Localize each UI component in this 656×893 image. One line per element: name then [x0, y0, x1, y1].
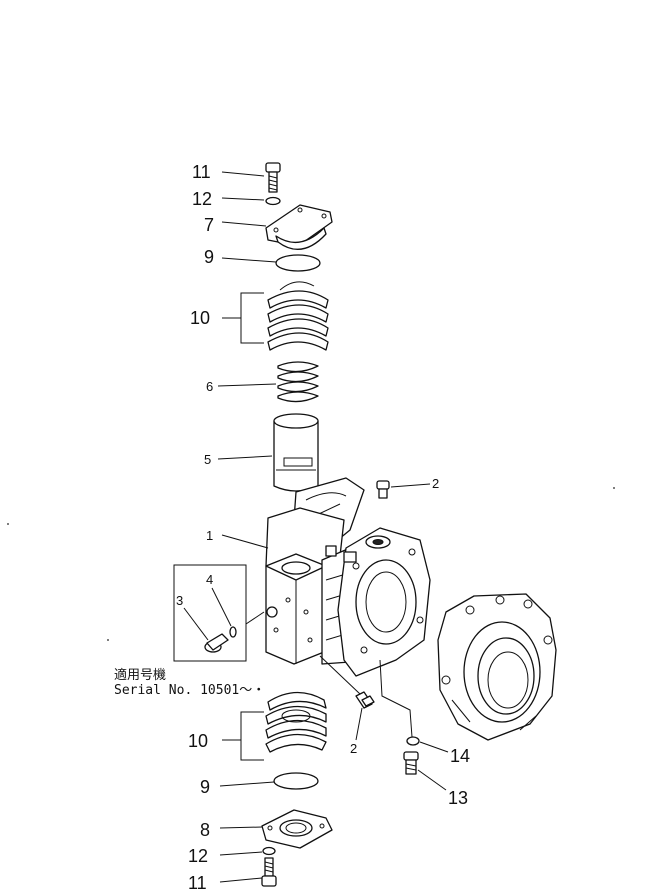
leader-1: [221, 534, 269, 549]
valve-body-part: [265, 477, 431, 677]
scan-speck: [7, 523, 9, 525]
callout-5: 5: [204, 452, 211, 467]
callout-9-top: 9: [204, 247, 214, 267]
leader-11-top: [221, 171, 265, 177]
plug-bottom-part: [355, 691, 375, 709]
leader-5: [217, 455, 273, 460]
o-ring-bottom-part: [273, 772, 319, 790]
housing-part: [437, 593, 557, 741]
callout-6: 6: [206, 379, 213, 394]
leader-2-bottom: [355, 707, 363, 741]
bolt-top-part: [265, 162, 281, 193]
inset-connector: [245, 611, 265, 625]
shim-stack-top-part: [267, 281, 329, 351]
o-ring-14-part: [406, 736, 420, 746]
serial-note-number: Serial No. 10501～・: [114, 683, 265, 698]
callout-10-bottom: 10: [188, 731, 208, 751]
leader-8: [219, 826, 263, 829]
leader-2-link: [319, 655, 361, 695]
callout-1: 1: [206, 528, 213, 543]
leader-2-top: [390, 483, 431, 488]
spring-part: [277, 361, 319, 403]
scan-speck: [107, 639, 109, 641]
callout-3: 3: [176, 593, 183, 608]
leader-7: [221, 221, 267, 227]
shim-stack-bottom-part: [265, 691, 327, 753]
plug-top-part: [376, 480, 390, 499]
callout-2-bottom: 2: [350, 741, 357, 756]
leader-12-bottom: [219, 851, 263, 856]
callout-2-top: 2: [432, 476, 439, 491]
callout-8: 8: [200, 820, 210, 840]
callout-13: 13: [448, 788, 468, 808]
leader-14: [419, 741, 449, 753]
callout-11-bottom: 11: [188, 873, 207, 893]
callout-4: 4: [206, 572, 213, 587]
flange-part: [261, 809, 333, 849]
washer-top-part: [265, 196, 281, 206]
leader-14-link: [379, 659, 413, 738]
callout-10-top: 10: [190, 308, 210, 328]
plug-13-part: [403, 751, 419, 775]
serial-note-label: 適用号機: [114, 667, 166, 683]
sleeve-part: [273, 413, 319, 492]
leader-3: [183, 607, 209, 641]
leader-4: [211, 587, 232, 627]
callout-11-top: 11: [192, 162, 211, 182]
leader-11-bottom: [219, 877, 263, 883]
plug-3-part: [204, 633, 229, 653]
leader-6: [217, 383, 277, 387]
o-ring-top-part: [275, 254, 321, 272]
bracket-10-top: [222, 292, 264, 344]
callout-9-bottom: 9: [200, 777, 210, 797]
leader-12-top: [221, 197, 265, 201]
inset-box: [173, 564, 247, 662]
bolt-bottom-part: [261, 857, 277, 887]
callout-12-bottom: 12: [188, 846, 208, 866]
callout-7: 7: [204, 215, 214, 235]
cover-plate-part: [265, 204, 333, 250]
o-ring-4-part: [229, 626, 237, 638]
callout-14: 14: [450, 746, 470, 766]
callout-12-top: 12: [192, 189, 212, 209]
leader-13: [417, 769, 447, 791]
bracket-10-bottom: [222, 711, 264, 761]
scan-speck: [613, 487, 615, 489]
leader-9-top: [221, 257, 277, 263]
washer-bottom-part: [262, 846, 276, 856]
leader-9-bottom: [219, 781, 275, 787]
